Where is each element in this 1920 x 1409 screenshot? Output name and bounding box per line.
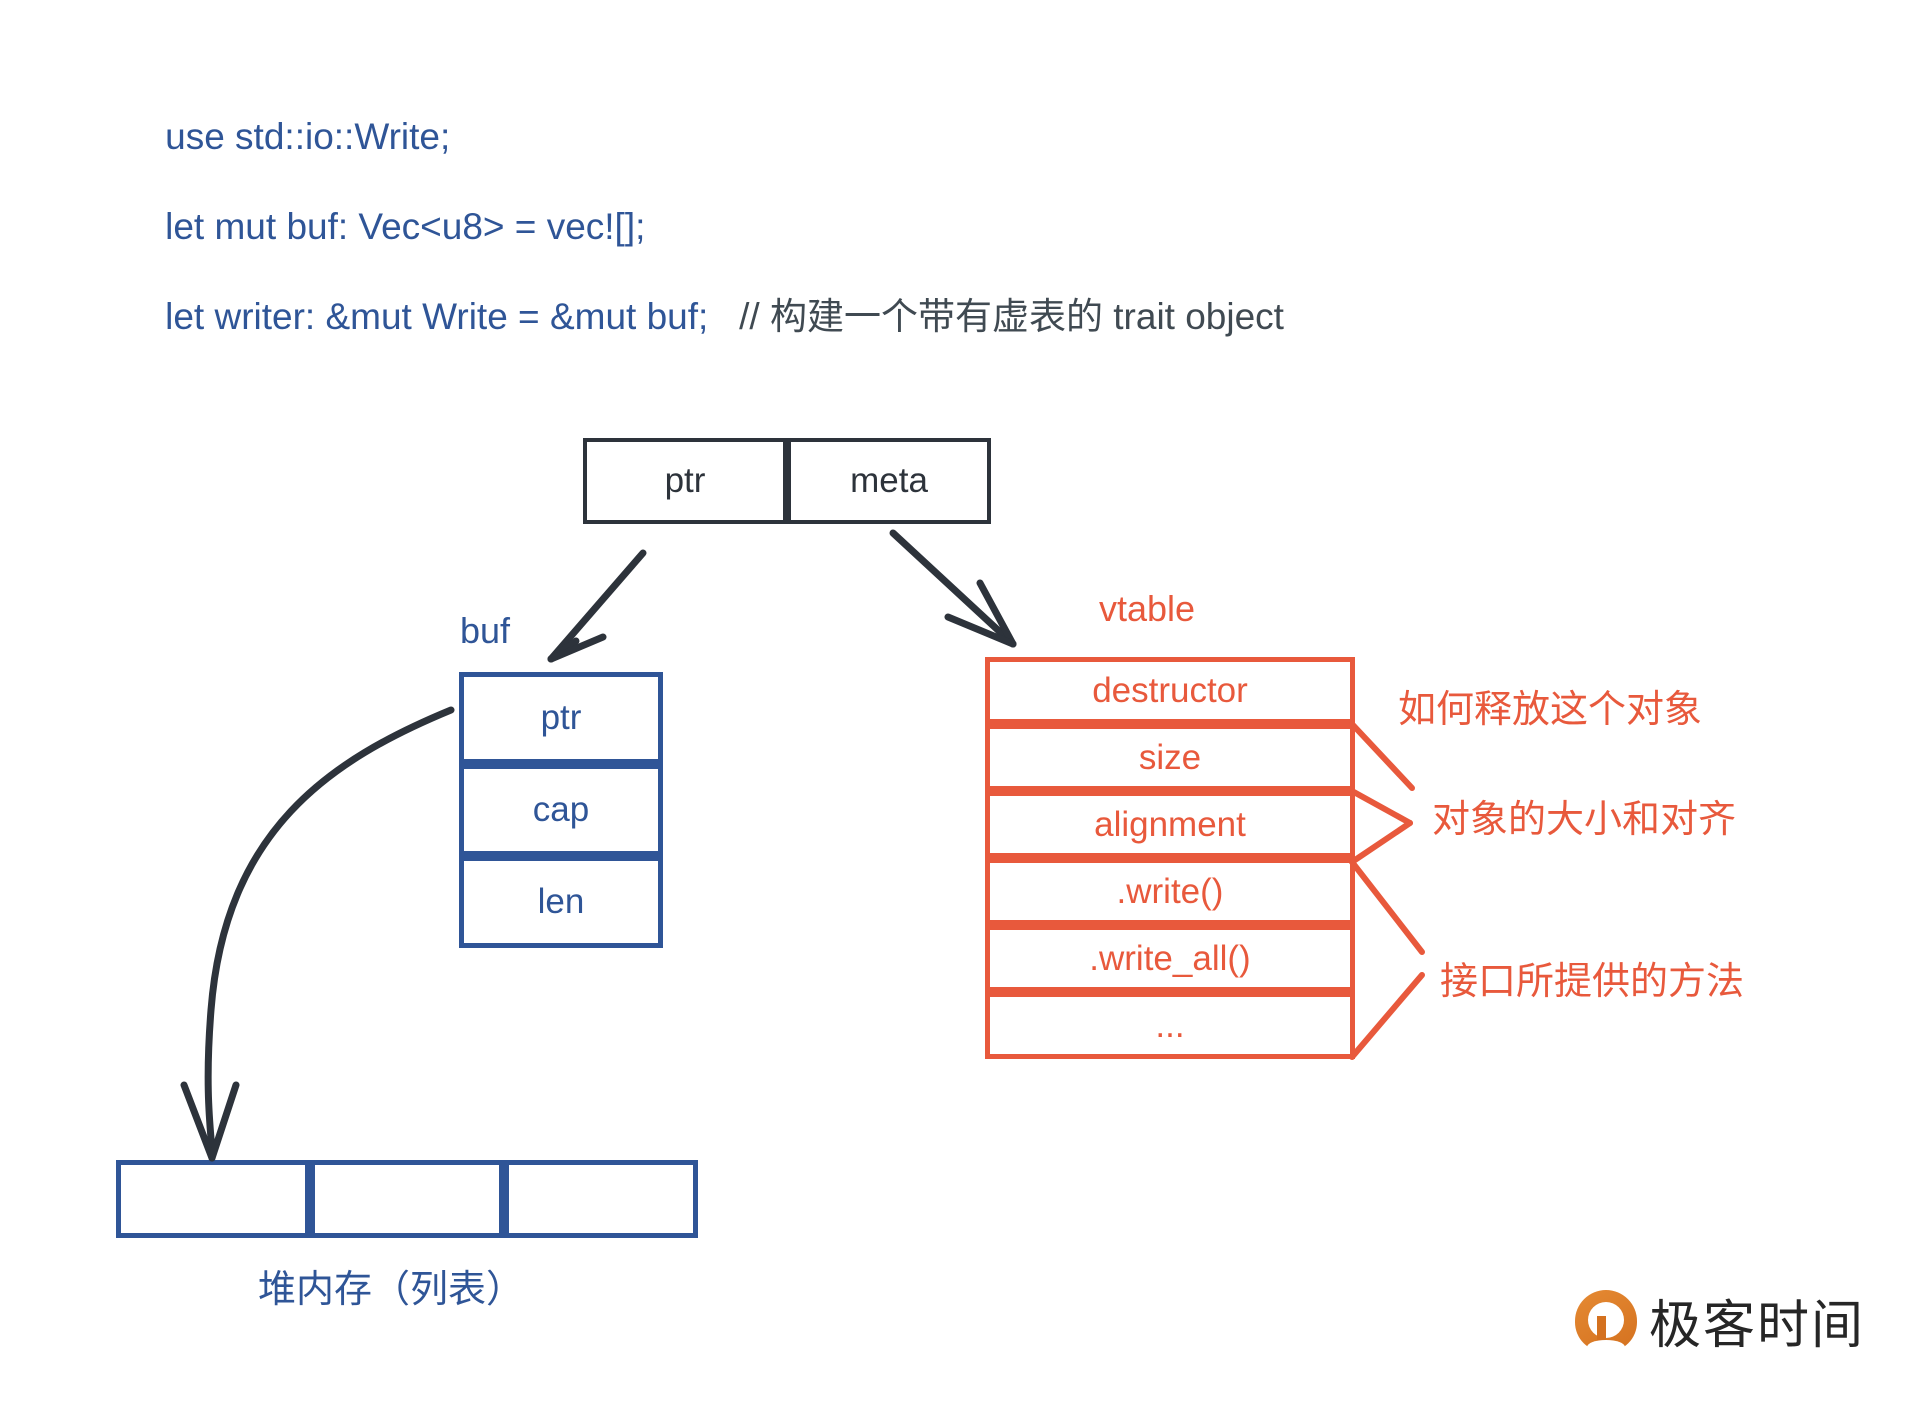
vtable-entry-write-all: .write_all(): [985, 925, 1355, 992]
arrow-buf-ptr-to-heap: [180, 706, 455, 1162]
fat-pointer-meta-label: meta: [850, 461, 928, 500]
vtable-entry-size-label: size: [1138, 737, 1202, 777]
buf-field-len-label: len: [537, 882, 585, 921]
code-line-1-text: use std::io::Write;: [165, 115, 451, 157]
code-line-3-comment: // 构建一个带有虚表的 trait object: [739, 295, 1284, 337]
heap-cell-2: [310, 1160, 504, 1238]
code-line-1: use std::io::Write;: [124, 76, 450, 198]
buf-field-ptr: ptr: [459, 672, 663, 764]
code-line-3: let writer: &mut Write = &mut buf; // 构建…: [124, 256, 1284, 378]
brand-logo: 极客时间: [1575, 1283, 1865, 1358]
geektime-mark-icon: [1575, 1289, 1637, 1354]
vtable-annotation-size-alignment: 对象的大小和对齐: [1432, 799, 1737, 841]
vtable-entry-ellipsis: ...: [985, 992, 1355, 1059]
vtable-title: vtable: [1099, 588, 1196, 629]
buf-field-len: len: [459, 856, 663, 948]
heap-cell-1: [116, 1160, 310, 1238]
arrow-meta-to-vtable: [889, 529, 1017, 648]
vtable-entry-alignment-label: alignment: [1094, 804, 1246, 844]
vtable-entry-alignment: alignment: [985, 791, 1355, 858]
vtable-entry-write: .write(): [985, 858, 1355, 925]
vtable-entry-size: size: [985, 724, 1355, 791]
vtable-entry-write-label: .write(): [1116, 871, 1224, 911]
buf-field-ptr-label: ptr: [540, 698, 582, 737]
code-line-2-text: let mut buf: Vec<u8> = vec![];: [165, 205, 646, 247]
buf-field-cap: cap: [459, 764, 663, 856]
vtable-entry-write-all-label: .write_all(): [1089, 938, 1251, 978]
heap-memory-label: 堆内存（列表）: [258, 1269, 525, 1311]
fat-pointer-meta-cell: meta: [787, 438, 991, 524]
arrow-ptr-to-buf: [547, 549, 647, 663]
fat-pointer-ptr-label: ptr: [664, 461, 706, 500]
buf-title: buf: [460, 610, 511, 651]
code-line-2: let mut buf: Vec<u8> = vec![];: [124, 166, 645, 288]
vtable-entry-destructor: destructor: [985, 657, 1355, 724]
brand-wordmark: 极客时间: [1649, 1296, 1866, 1356]
heap-cell-3: [504, 1160, 698, 1238]
vtable-annotation-methods: 接口所提供的方法: [1440, 961, 1745, 1003]
vtable-entry-destructor-label: destructor: [1092, 670, 1248, 710]
vtable-entry-ellipsis-label: ...: [1155, 1005, 1185, 1045]
vtable-leader-lines: [1349, 721, 1425, 1060]
fat-pointer-ptr-cell: ptr: [583, 438, 787, 524]
buf-field-cap-label: cap: [532, 790, 590, 829]
code-line-3-text: let writer: &mut Write = &mut buf;: [165, 295, 709, 337]
vtable-annotation-destructor: 如何释放这个对象: [1398, 689, 1703, 731]
